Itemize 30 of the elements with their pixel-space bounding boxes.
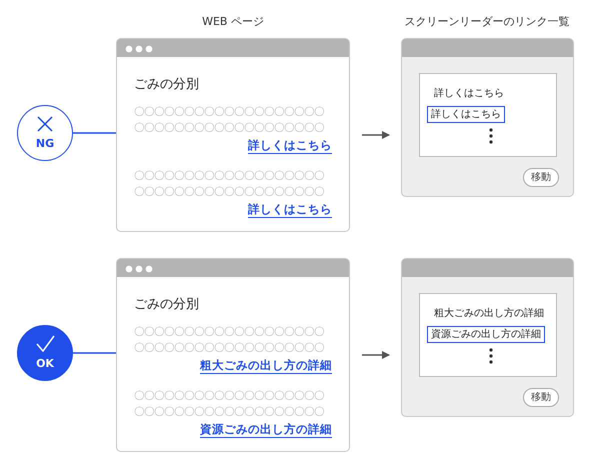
list-item: 詳しくはこちら [433, 86, 505, 101]
placeholder-text: 〇〇〇〇〇〇〇〇〇〇〇〇〇〇〇〇〇〇〇〇〇〇〇〇〇〇〇〇〇〇〇〇〇〇〇〇〇〇 [134, 389, 325, 420]
status-label: NG [34, 137, 56, 150]
focused-list-item: 詳しくはこちら [427, 106, 505, 123]
page-heading: ごみの分別 [134, 76, 199, 93]
list-item: 粗大ごみの出し方の詳細 [433, 306, 545, 321]
screen-reader-window [401, 38, 574, 197]
arrow [362, 351, 390, 359]
column-heading: スクリーンリーダーのリンク一覧 [404, 14, 570, 29]
browser-window [116, 258, 350, 452]
connector-line [73, 352, 116, 354]
connector-line [73, 132, 116, 134]
focused-list-item: 資源ごみの出し方の詳細 [427, 326, 545, 343]
placeholder-text: 〇〇〇〇〇〇〇〇〇〇〇〇〇〇〇〇〇〇〇〇〇〇〇〇〇〇〇〇〇〇〇〇〇〇〇〇〇〇 [134, 325, 325, 356]
link-list [419, 73, 557, 157]
placeholder-text: 〇〇〇〇〇〇〇〇〇〇〇〇〇〇〇〇〇〇〇〇〇〇〇〇〇〇〇〇〇〇〇〇〇〇〇〇〇〇 [134, 105, 325, 136]
placeholder-text: 〇〇〇〇〇〇〇〇〇〇〇〇〇〇〇〇〇〇〇〇〇〇〇〇〇〇〇〇〇〇〇〇〇〇〇〇〇〇 [134, 169, 325, 200]
text-link: 資源ごみの出し方の詳細 [200, 421, 332, 438]
text-link: 粗大ごみの出し方の詳細 [200, 357, 332, 374]
move-button: 移動 [523, 168, 559, 187]
column-heading: WEB ページ [201, 14, 265, 29]
screen-reader-window [401, 258, 574, 417]
move-button: 移動 [523, 388, 559, 407]
status-label: OK [35, 357, 55, 370]
text-link: 詳しくはこちら [248, 137, 332, 154]
page-heading: ごみの分別 [134, 296, 199, 313]
link-list [419, 293, 557, 377]
browser-window [116, 38, 350, 232]
text-link: 詳しくはこちら [248, 201, 332, 218]
arrow [362, 131, 390, 139]
